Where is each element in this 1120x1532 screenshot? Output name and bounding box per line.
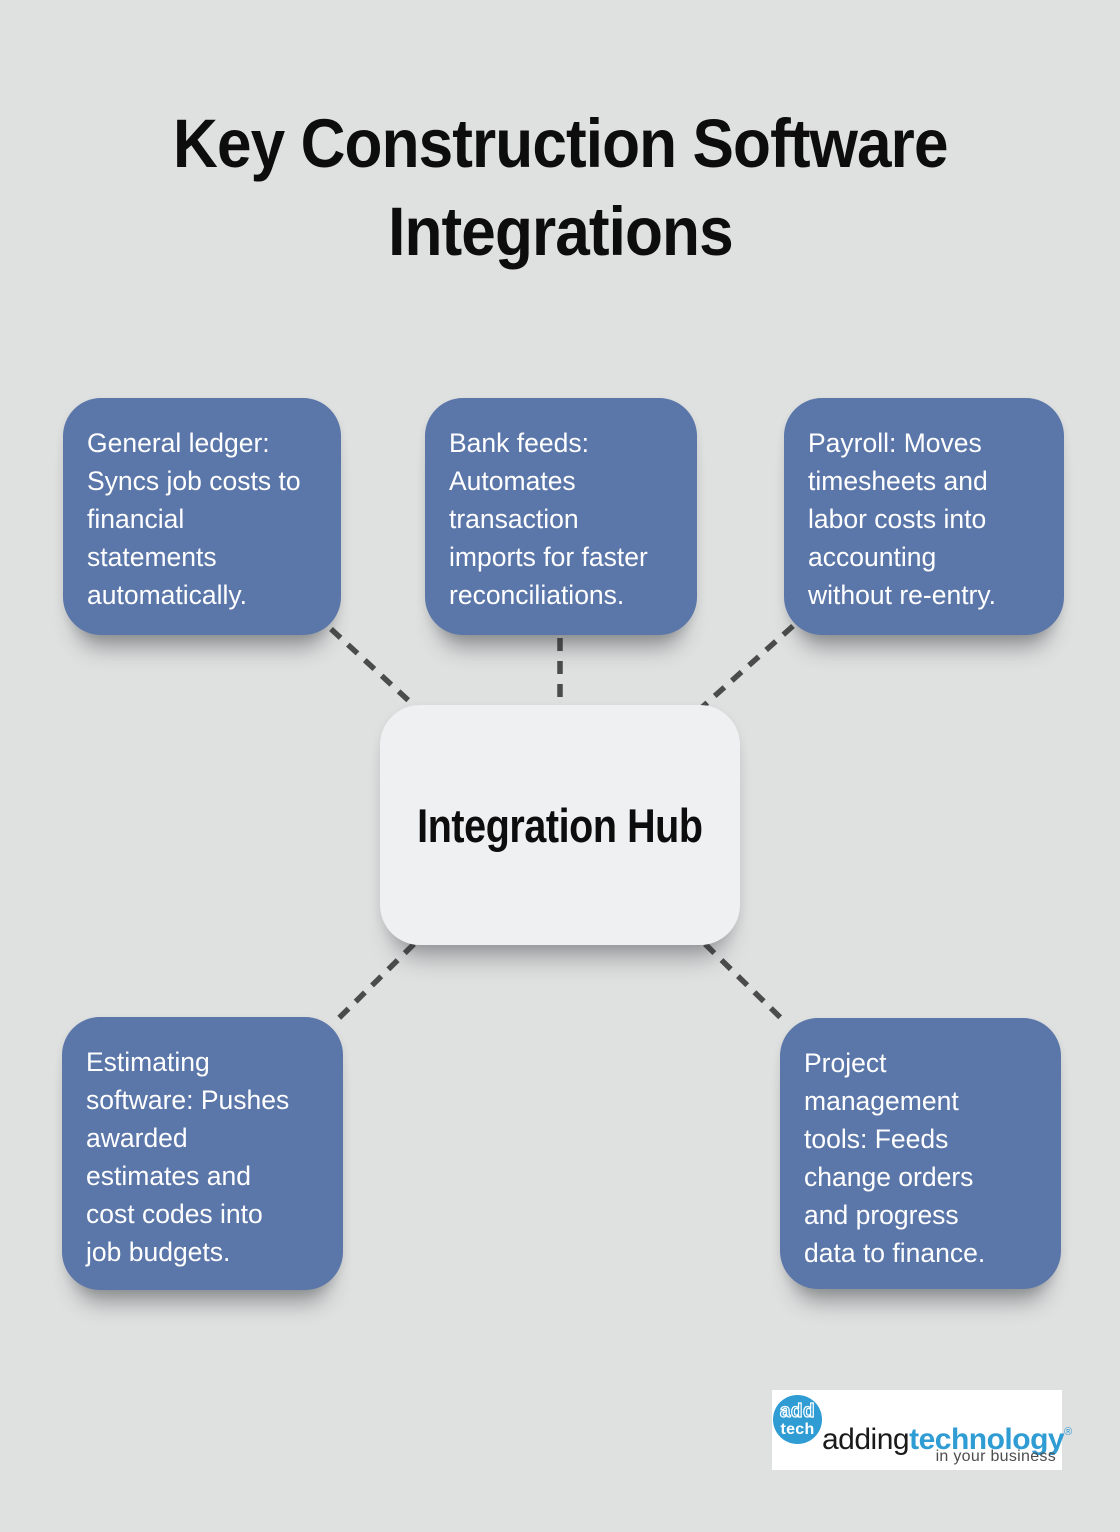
page-title-line2: Integrations: [387, 193, 733, 270]
connector-hub-project-management: [703, 942, 786, 1023]
logo-word-adding: adding: [822, 1423, 910, 1456]
connector-general-ledger-hub: [329, 626, 423, 715]
logo-circle-add: add: [779, 1400, 816, 1422]
logo-wordmark: addingtechnology®: [822, 1416, 1072, 1456]
registered-trademark-icon: ®: [1064, 1426, 1072, 1438]
integration-hub-label: Integration Hub: [417, 798, 703, 852]
addtech-logo-circle-icon: add tech: [773, 1395, 822, 1444]
logo-word-technology: technology: [909, 1423, 1065, 1456]
logo-circle-tech: tech: [780, 1420, 815, 1438]
node-bank-feeds: Bank feeds: Automates transaction import…: [425, 398, 697, 635]
page-title-line1: Key Construction Software: [172, 105, 948, 182]
connector-payroll-hub: [697, 623, 795, 713]
addtech-logo: add tech addingtechnology® in your busin…: [772, 1390, 1072, 1470]
node-payroll: Payroll: Moves timesheets and labor cost…: [784, 398, 1064, 635]
integration-hub-node: Integration Hub: [380, 705, 740, 945]
page-title: Key Construction Software Integrations: [0, 100, 1120, 276]
node-project-management: Project management tools: Feeds change o…: [780, 1018, 1061, 1289]
logo-tagline: in your business: [935, 1448, 1056, 1465]
node-general-ledger: General ledger: Syncs job costs to finan…: [63, 398, 341, 635]
connector-hub-estimating: [334, 942, 416, 1023]
node-estimating: Estimating software: Pushes awarded esti…: [62, 1017, 343, 1290]
